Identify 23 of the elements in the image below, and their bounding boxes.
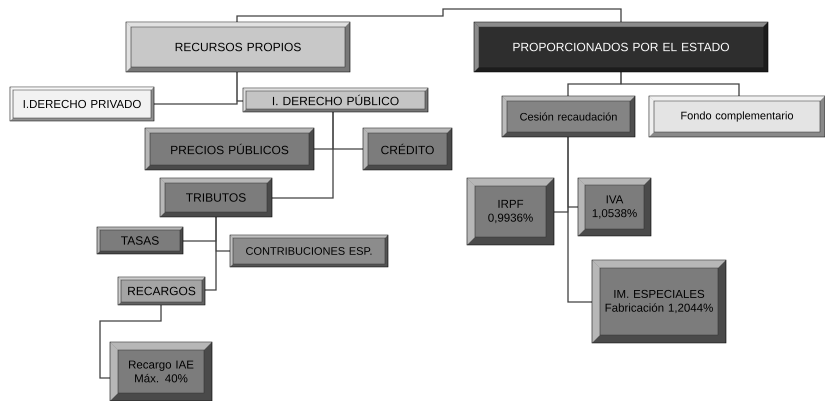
bevel-box: IVA 1,0538% xyxy=(578,178,652,236)
connector-line xyxy=(99,305,162,379)
bevel-box: IRPF 0,9936% xyxy=(466,178,554,246)
connector-line xyxy=(272,112,334,199)
bevel-box: Cesión recaudación xyxy=(502,96,636,138)
connector-line xyxy=(567,137,592,303)
connector-line xyxy=(205,217,217,291)
bevel-box: CRÉDITO xyxy=(362,128,452,170)
bevel-box: RECARGOS xyxy=(118,276,206,306)
bevel-box: I.DERECHO PRIVADO xyxy=(10,86,154,122)
connector-line xyxy=(620,72,740,96)
bevel-box: PRECIOS PÚBLICOS xyxy=(144,128,314,170)
connector-line xyxy=(236,8,622,22)
bevel-box: I. DERECHO PÚBLICO xyxy=(242,88,428,112)
bevel-box: IM. ESPECIALES Fabricación 1,2044% xyxy=(592,260,726,344)
bevel-box: RECURSOS PROPIOS xyxy=(126,22,350,72)
bevel-box: TRIBUTOS xyxy=(160,178,272,218)
bevel-box: Fondo complementario xyxy=(648,96,825,138)
bevel-box: PROPORCIONADOS POR EL ESTADO xyxy=(474,22,768,72)
bevel-box: TASAS xyxy=(96,226,184,254)
bevel-box: Recargo IAE Máx. 40% xyxy=(110,342,212,401)
bevel-box: CONTRIBUCIONES ESP. xyxy=(230,234,388,268)
connector-line xyxy=(236,72,243,102)
